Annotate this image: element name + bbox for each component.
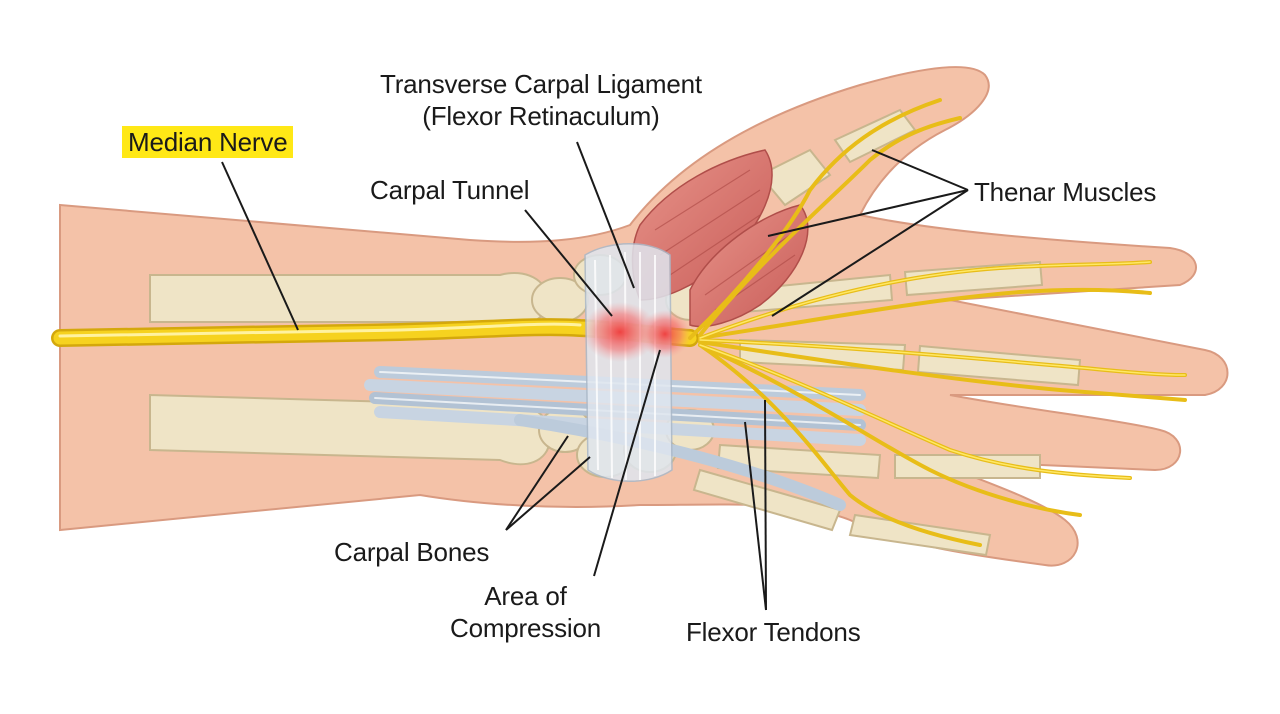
leader-bones-1 — [505, 435, 569, 531]
median-nerve-label-text: Median Nerve — [122, 126, 294, 158]
label-carpal-tunnel: Carpal Tunnel — [370, 175, 530, 205]
compression-label-line2: Compression — [450, 613, 601, 643]
label-carpal-bones: Carpal Bones — [334, 537, 490, 567]
transverse-carpal-ligament — [584, 243, 673, 482]
leader-median-nerve — [221, 161, 299, 331]
leader-ligament — [576, 141, 635, 289]
leader-lines — [221, 141, 969, 611]
finger-bones — [692, 108, 1082, 557]
leader-thenar-1 — [871, 149, 969, 191]
label-transverse-carpal-ligament: Transverse Carpal Ligament (Flexor Retin… — [380, 68, 702, 132]
compression-area — [582, 302, 691, 362]
leader-tendons-2 — [764, 399, 767, 611]
label-median-nerve: Median Nerve — [122, 126, 294, 158]
label-area-of-compression: Area of Compression — [450, 580, 601, 644]
leader-thenar-3 — [771, 189, 969, 317]
leader-thenar-2 — [767, 189, 969, 237]
leader-bones-2 — [505, 456, 591, 531]
leader-carpal-tunnel — [524, 209, 613, 317]
ligament-label-line2: (Flexor Retinaculum) — [422, 101, 660, 131]
label-flexor-tendons: Flexor Tendons — [686, 617, 861, 647]
ligament-label-line1: Transverse Carpal Ligament — [380, 69, 702, 99]
leader-compression — [593, 349, 661, 577]
leader-tendons-1 — [744, 421, 767, 611]
label-thenar-muscles: Thenar Muscles — [974, 177, 1157, 207]
compression-label-line1: Area of — [484, 581, 567, 611]
